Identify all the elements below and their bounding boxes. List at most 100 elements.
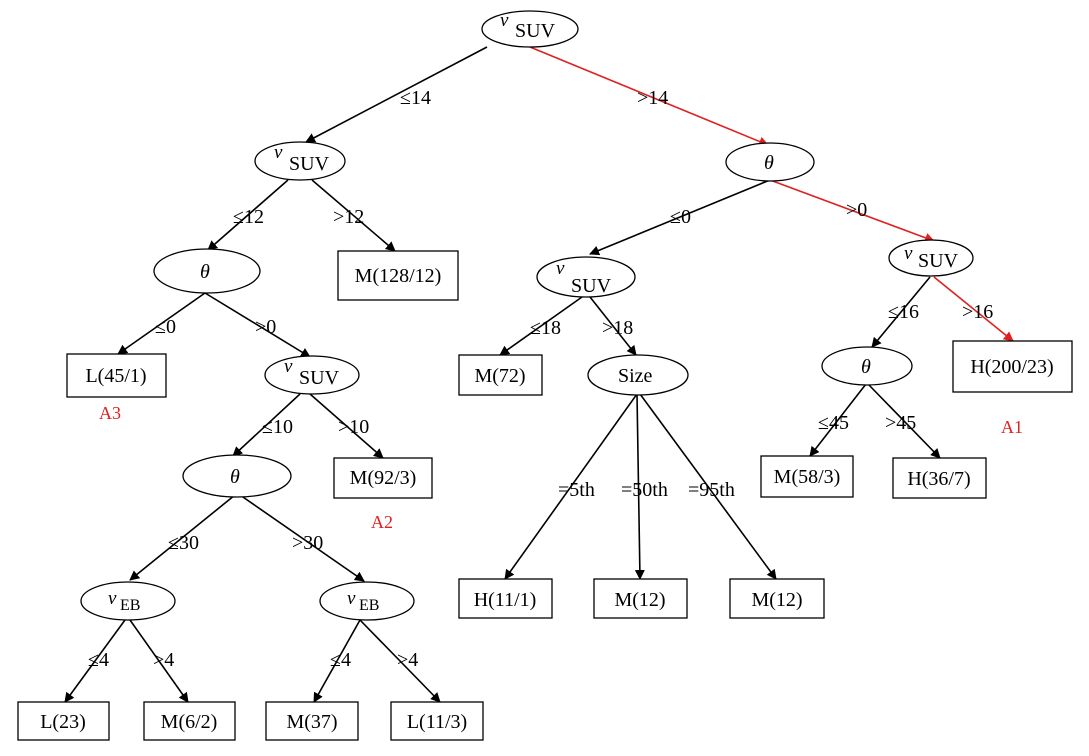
edge-l1-left xyxy=(207,179,289,251)
edge-label-l4-left: ≤30 xyxy=(168,532,199,554)
edges xyxy=(64,46,1014,703)
leaf-node-l113: L(11/3) xyxy=(390,701,484,741)
node-var: θ xyxy=(200,261,210,283)
leaf-node-h111: H(11/1) xyxy=(458,578,553,619)
edge-label-l5a-left: ≤4 xyxy=(88,649,109,671)
edge-label-r3-right: >45 xyxy=(885,412,916,434)
node-var: v xyxy=(347,588,356,609)
leaf-node-l23: L(23) xyxy=(17,701,110,741)
leaf-label: M(72) xyxy=(474,365,525,387)
node-var: v xyxy=(904,243,913,264)
edge-label-l5b-left: ≤4 xyxy=(330,649,351,671)
leaf-label: L(23) xyxy=(40,711,86,733)
edge-r1-left xyxy=(589,179,771,256)
edge-size-5th xyxy=(504,393,638,580)
leaf-label: M(6/2) xyxy=(161,711,218,733)
edge-label-root-left: ≤14 xyxy=(400,87,431,109)
edge-label-l3-right: >10 xyxy=(338,416,369,438)
leaf-node-h36: H(36/7) xyxy=(892,457,987,499)
edge-l2a-right xyxy=(204,292,311,358)
annotations: A1 A2 A3 xyxy=(99,403,1023,532)
edge-l5a-right xyxy=(129,619,189,703)
leaf-nodes: M(128/12) L(45/1) M(92/3) L(23) M(6/2) M… xyxy=(17,250,1073,741)
decision-node-r1: θ xyxy=(725,142,815,182)
leaf-label: M(37) xyxy=(286,711,337,733)
edge-labels: ≤14 >14 ≤12 >12 ≤0 >0 ≤10 >10 ≤30 >30 ≤4… xyxy=(88,87,993,671)
edge-label-m2-left: ≤18 xyxy=(530,317,561,339)
edge-l3-left xyxy=(232,393,301,457)
leaf-label: M(128/12) xyxy=(355,265,442,287)
edge-l3-right xyxy=(309,393,384,459)
leaf-label: L(45/1) xyxy=(85,365,146,387)
edge-label-l2a-left: ≤0 xyxy=(155,316,176,338)
leaf-node-m37: M(37) xyxy=(265,701,359,741)
node-var: θ xyxy=(861,356,871,378)
decision-node-l2a: θ xyxy=(153,248,261,294)
edge-l5a-left xyxy=(64,619,126,703)
node-sub: SUV xyxy=(571,275,612,297)
decision-node-r3: θ xyxy=(821,346,913,386)
edge-r2-right xyxy=(933,276,1014,342)
edge-l2a-left xyxy=(117,292,206,355)
edge-l5b-right xyxy=(359,619,441,703)
node-var: θ xyxy=(230,466,240,488)
edge-l4-right xyxy=(239,494,365,582)
edge-root-right xyxy=(529,46,769,147)
edge-label-m2-right: >18 xyxy=(602,317,633,339)
leaf-label: M(12) xyxy=(751,589,802,611)
node-sub: SUV xyxy=(299,367,340,389)
node-var: θ xyxy=(764,152,774,174)
leaf-node-h200: H(200/23) xyxy=(952,340,1073,393)
edge-r1-right xyxy=(769,179,935,243)
edge-label-size-95th: =95th xyxy=(688,479,735,501)
edge-label-l1-right: >12 xyxy=(333,206,364,228)
node-sub: SUV xyxy=(918,250,959,272)
decision-node-l5b: v EB xyxy=(319,581,415,621)
node-var: v xyxy=(274,142,283,163)
edge-l4-left xyxy=(129,494,236,581)
decision-node-l1: v SUV xyxy=(254,141,346,181)
edge-label-root-right: >14 xyxy=(637,87,668,109)
edge-label-r2-left: ≤16 xyxy=(888,301,919,323)
edge-m2-left xyxy=(499,296,583,356)
annotation-a3: A3 xyxy=(99,403,121,423)
node-sub: EB xyxy=(359,597,379,614)
leaf-label: H(200/23) xyxy=(970,356,1053,378)
edge-size-95th xyxy=(639,393,777,580)
decision-node-l5a: v EB xyxy=(80,581,176,621)
node-var: v xyxy=(108,588,117,609)
leaf-node-l45: L(45/1) xyxy=(66,353,167,398)
leaf-node-m12b: M(12) xyxy=(729,578,825,619)
node-var: v xyxy=(556,258,565,279)
node-var: v xyxy=(500,10,509,31)
leaf-label: M(58/3) xyxy=(774,466,841,488)
leaf-node-m72: M(72) xyxy=(458,354,543,396)
edge-label-l5a-right: >4 xyxy=(153,649,174,671)
leaf-label: H(36/7) xyxy=(907,468,970,490)
edge-label-r3-left: ≤45 xyxy=(818,412,849,434)
edge-r3-left xyxy=(809,383,867,457)
node-var: v xyxy=(284,356,293,377)
leaf-label: M(12) xyxy=(614,589,665,611)
edge-label-r1-right: >0 xyxy=(846,199,867,221)
decision-node-m2: v SUV xyxy=(536,256,636,298)
edge-label-size-5th: =5th xyxy=(558,479,595,501)
annotation-a1: A1 xyxy=(1001,417,1023,437)
leaf-label: L(11/3) xyxy=(407,711,467,733)
edge-size-50th xyxy=(634,393,645,580)
decision-node-l4: θ xyxy=(182,454,292,498)
edge-label-l2a-right: >0 xyxy=(255,316,276,338)
edge-root-left xyxy=(305,46,488,143)
edge-r3-right xyxy=(867,383,941,459)
node-sub: SUV xyxy=(515,20,556,42)
leaf-node-m128: M(128/12) xyxy=(337,250,459,301)
decision-node-r2: v SUV xyxy=(888,239,974,277)
edge-label-l5b-right: >4 xyxy=(397,649,418,671)
edge-label-l3-left: ≤10 xyxy=(262,416,293,438)
leaf-label: M(92/3) xyxy=(350,467,417,489)
decision-nodes: v SUV v SUV θ θ v SUV θ xyxy=(80,10,974,621)
node-sub: EB xyxy=(120,597,140,614)
node-var: Size xyxy=(618,365,653,387)
edge-r2-left xyxy=(871,276,931,348)
